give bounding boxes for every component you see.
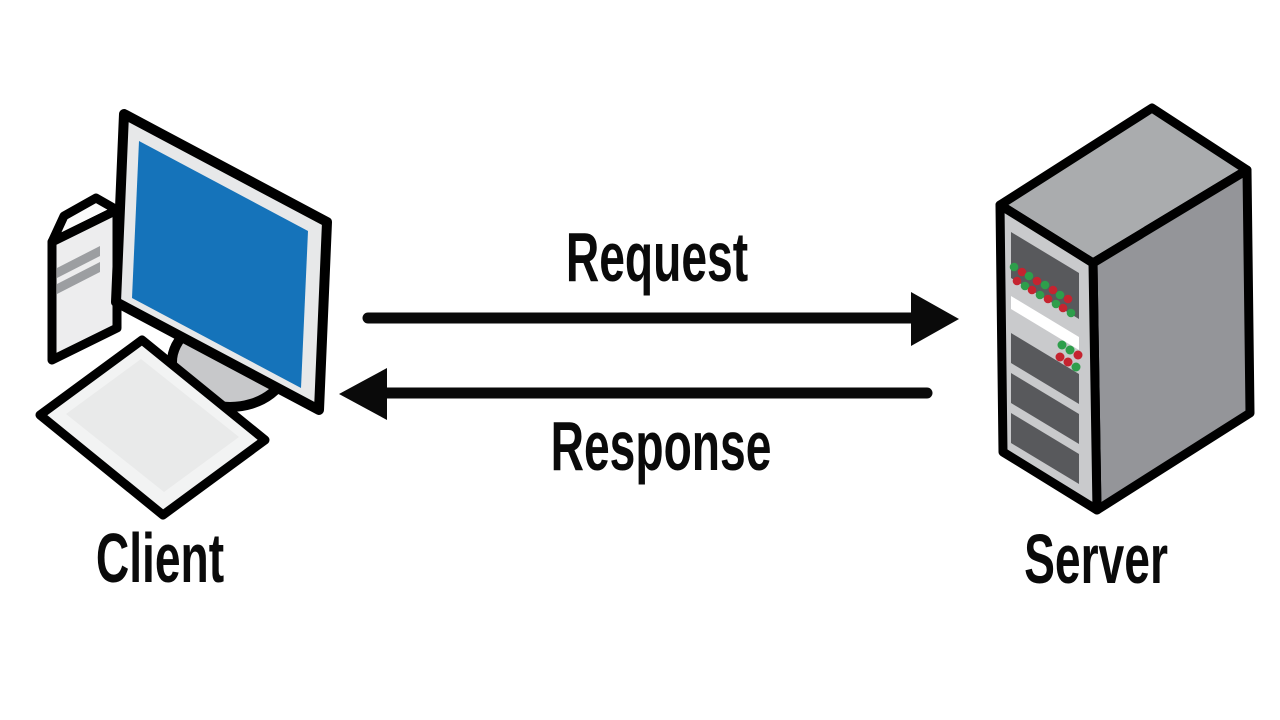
monitor-screen <box>132 141 308 388</box>
server-led-row <box>1009 262 1073 304</box>
led-green-icon <box>1065 345 1075 355</box>
tower-stripe <box>57 262 100 294</box>
tower-front-face <box>47 205 122 365</box>
server-led-row <box>1012 276 1076 318</box>
request-arrow <box>362 292 959 346</box>
led-green-icon <box>1051 299 1061 309</box>
led-red-icon <box>1032 276 1042 286</box>
response-edge-label: Response <box>550 407 772 485</box>
desktop-computer-icon <box>35 109 332 520</box>
led-green-icon <box>1020 281 1030 291</box>
led-green-icon <box>1057 340 1067 350</box>
response-arrowhead-left-icon <box>339 368 387 420</box>
led-red-icon <box>1063 357 1073 367</box>
response-arrow <box>339 368 933 420</box>
led-green-icon <box>1071 362 1081 372</box>
led-green-icon <box>1035 290 1045 300</box>
server-tower-icon <box>995 103 1255 515</box>
tower-stripe <box>57 246 100 278</box>
led-red-icon <box>1017 267 1027 277</box>
server-node-label: Server <box>1024 520 1168 598</box>
client-node-label: Client <box>95 519 225 597</box>
led-red-icon <box>1043 294 1053 304</box>
request-edge-label: Request <box>565 218 749 296</box>
server-slot <box>1011 413 1079 484</box>
led-green-icon <box>1066 308 1076 318</box>
led-red-icon <box>1012 276 1022 286</box>
led-red-icon <box>1027 285 1037 295</box>
server-slot <box>1011 333 1079 404</box>
led-green-icon <box>1024 271 1034 281</box>
keyboard-keys-area <box>66 359 239 492</box>
led-green-icon <box>1040 280 1050 290</box>
request-arrowhead-right-icon <box>911 292 959 346</box>
led-red-icon <box>1048 285 1058 295</box>
led-red-icon <box>1058 303 1068 313</box>
led-green-icon <box>1009 262 1019 272</box>
led-red-icon <box>1073 350 1083 360</box>
server-white-stripe <box>1011 296 1079 350</box>
server-slot <box>1011 373 1079 444</box>
led-red-icon <box>1055 352 1065 362</box>
server-led-cluster <box>1055 340 1083 372</box>
led-red-icon <box>1063 294 1073 304</box>
led-green-icon <box>1055 290 1065 300</box>
